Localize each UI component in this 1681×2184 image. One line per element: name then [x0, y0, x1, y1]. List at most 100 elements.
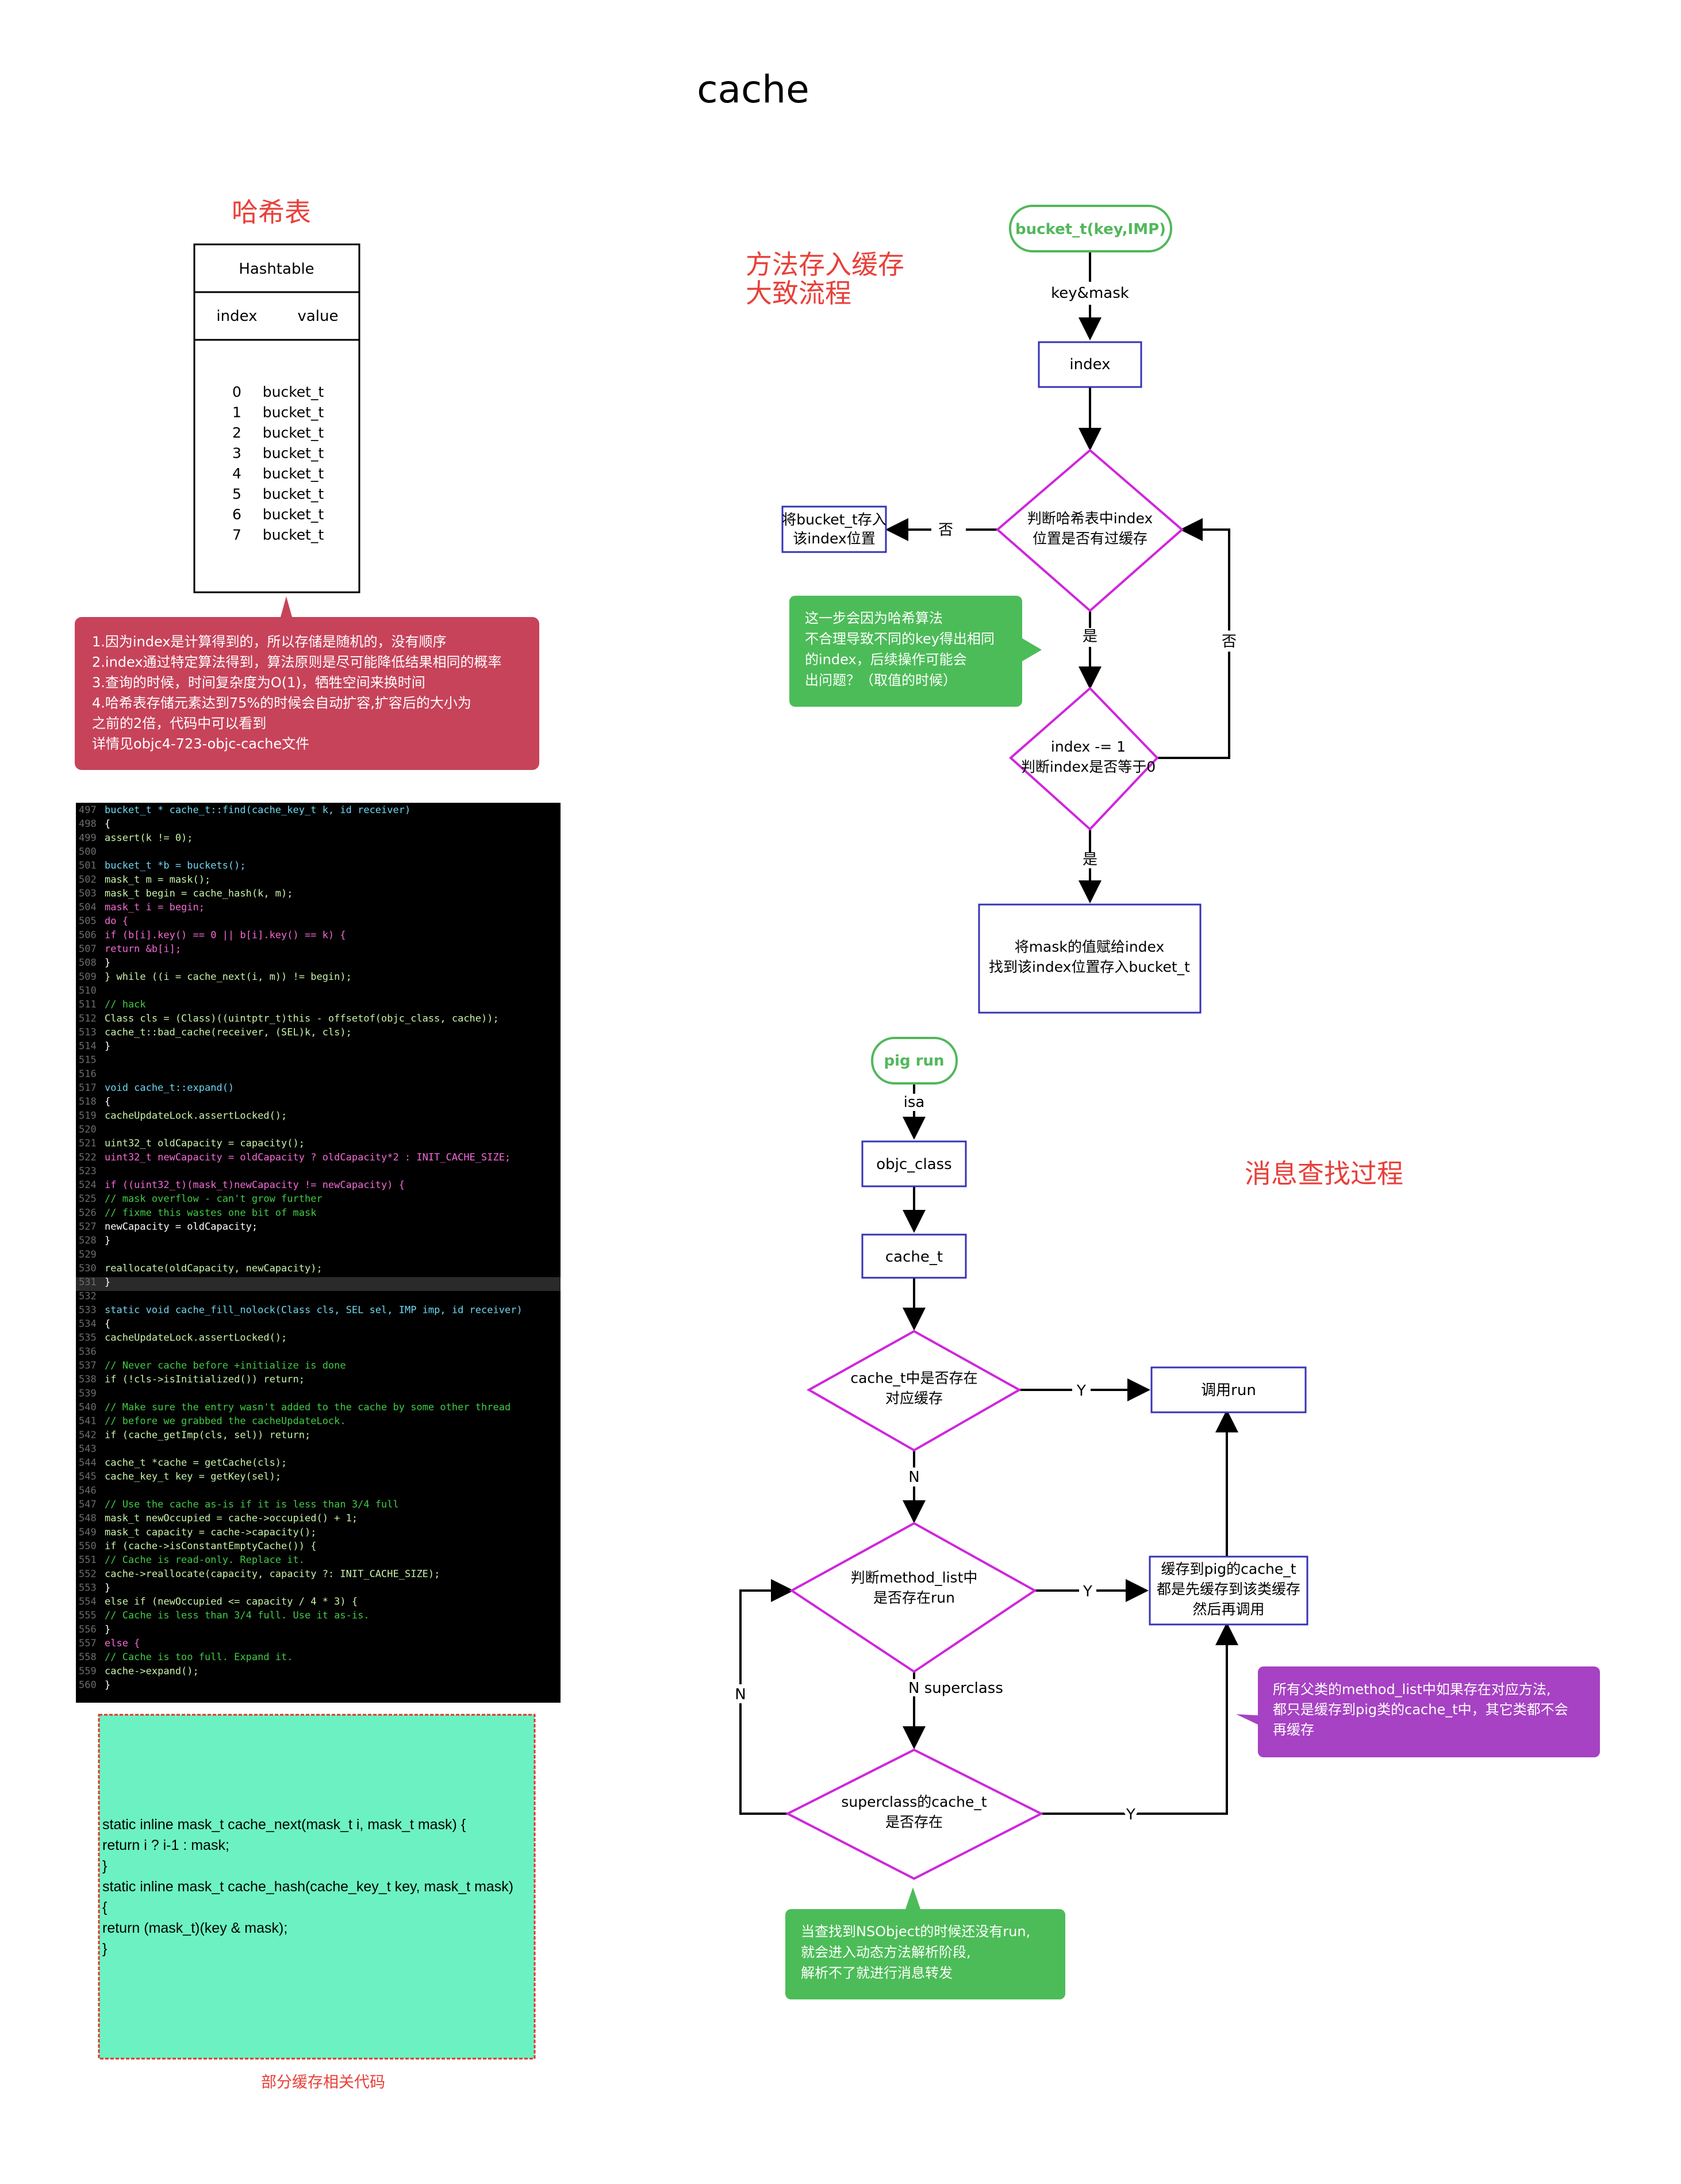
- code-line-number: 540: [79, 1401, 97, 1413]
- flow2-green-note-line: 当查找到NSObject的时候还没有run,: [801, 1924, 1030, 1940]
- code-snippet-lines: static inline mask_t cache_next(mask_t i…: [102, 1817, 513, 1957]
- code-line-text: bucket_t * cache_t::find(cache_key_t k, …: [105, 804, 410, 816]
- flow1-green-note-line: 的index，后续操作可能会: [805, 652, 967, 668]
- code-line-text: if (b[i].key() == 0 || b[i].key() == k) …: [105, 929, 346, 941]
- code-line-number: 535: [79, 1332, 97, 1344]
- flow2-diamond-superclass: [785, 1748, 1044, 1880]
- flow2-green-note-line: 解析不了就进行消息转发: [801, 1965, 953, 1981]
- hashtable-note-line: 2.index通过特定算法得到，算法原则是尽可能降低结果相同的概率: [92, 654, 502, 670]
- code-line-number: 509: [79, 971, 97, 983]
- code-line-number: 545: [79, 1471, 97, 1482]
- flow2-diamond-cache-line2: 对应缓存: [885, 1390, 943, 1407]
- hashtable-row-value: bucket_t: [263, 445, 324, 462]
- code-line-number: 554: [79, 1596, 97, 1608]
- code-line-text: }: [105, 1235, 110, 1247]
- code-line-number: 520: [79, 1124, 97, 1135]
- code-line-number: 523: [79, 1166, 97, 1177]
- hashtable-note-text: 1.因为index是计算得到的，所以存储是随机的，没有顺序2.index通过特定…: [92, 634, 502, 752]
- flow2-diamond-method-list: [789, 1522, 1037, 1673]
- code-line-number: 528: [79, 1235, 97, 1247]
- code-line-text: cacheUpdateLock.assertLocked();: [105, 1110, 287, 1121]
- hashtable-row-value: bucket_t: [263, 404, 324, 421]
- code-line-number: 507: [79, 944, 97, 955]
- flow1-green-note-line: 不合理导致不同的key得出相同: [805, 631, 995, 647]
- code-line-number: 511: [79, 999, 97, 1010]
- code-line-number: 500: [79, 846, 97, 857]
- code-line-number: 498: [79, 818, 97, 830]
- code-line-number: 518: [79, 1096, 97, 1108]
- flow2-cache-t-label: cache_t: [885, 1248, 943, 1266]
- code-line-number: 504: [79, 902, 97, 913]
- hashtable-row-value: bucket_t: [263, 384, 324, 400]
- flow1-store-line2: 该index位置: [793, 530, 875, 547]
- flow2-cache-pig-line2: 都是先缓存到该类缓存: [1157, 1581, 1300, 1597]
- code-line-number: 512: [79, 1013, 97, 1024]
- flow2-call-run-box: [1150, 1366, 1307, 1413]
- code-line-number: 501: [79, 860, 97, 872]
- code-line-text: void cache_t::expand(): [105, 1082, 234, 1094]
- code-line-text: mask_t m = mask();: [105, 874, 210, 886]
- code-line-number: 525: [79, 1193, 97, 1205]
- hashtable-row-index: 0: [232, 384, 241, 400]
- code-lines: 497 bucket_t * cache_t::find(cache_key_t …: [79, 804, 523, 1691]
- code-line-text: mask_t newOccupied = cache->occupied() +…: [105, 1513, 358, 1524]
- flow2-purple-note-line: 再缓存: [1273, 1722, 1314, 1738]
- flow2-purple-note-line: 都只是缓存到pig类的cache_t中，其它类都不会: [1273, 1702, 1568, 1718]
- flow2-green-note-text: 当查找到NSObject的时候还没有run,就会进入动态方法解析阶段,解析不了就…: [801, 1924, 1030, 1981]
- page-title: cache: [697, 67, 809, 112]
- flow1-index-label: index: [1069, 356, 1110, 373]
- flow1-index-box: [1038, 341, 1142, 388]
- hashtable-row-value: bucket_t: [263, 486, 324, 503]
- hashtable-row-index: 7: [232, 527, 241, 543]
- hashtable-col-index: index: [216, 308, 257, 325]
- code-line-number: 497: [79, 804, 97, 816]
- flow2-y1-label: Y: [1076, 1382, 1086, 1400]
- code-line-text: // Use the cache as-is if it is less tha…: [105, 1499, 399, 1511]
- code-line-text: cache_key_t key = getKey(sel);: [105, 1471, 281, 1482]
- flow1-green-note-text: 这一步会因为哈希算法不合理导致不同的key得出相同的index，后续操作可能会出…: [805, 610, 995, 688]
- code-line-number: 556: [79, 1624, 97, 1635]
- hashtable-row-value: bucket_t: [263, 527, 324, 543]
- code-line-number: 552: [79, 1568, 97, 1580]
- code-line-number: 514: [79, 1041, 97, 1052]
- code-line-text: uint32_t newCapacity = oldCapacity ? old…: [105, 1152, 511, 1163]
- code-line-number: 536: [79, 1346, 97, 1358]
- flow2-diamond-method-line1: 判断method_list中: [851, 1569, 978, 1586]
- code-snippet-line: }: [102, 1858, 107, 1874]
- code-line-number: 546: [79, 1485, 97, 1496]
- flow1-edge-keymask: key&mask: [1051, 285, 1129, 302]
- code-line-text: // hack: [105, 999, 146, 1010]
- flow1-diamond-cached-line2: 位置是否有过缓存: [1033, 530, 1147, 547]
- code-line-number: 542: [79, 1430, 97, 1441]
- code-line-text: }: [105, 1582, 110, 1593]
- code-line-number: 519: [79, 1110, 97, 1121]
- hashtable-note-line: 之前的2倍，代码中可以看到: [92, 715, 266, 731]
- code-line-text: reallocate(oldCapacity, newCapacity);: [105, 1263, 323, 1274]
- flow2-diamond-superclass-line1: superclass的cache_t: [841, 1794, 987, 1810]
- code-line-text: // fixme this wastes one bit of mask: [105, 1207, 316, 1219]
- flow2-cache-pig-line1: 缓存到pig的cache_t: [1161, 1561, 1296, 1577]
- hashtable-row-index: 6: [232, 506, 241, 523]
- code-line-number: 522: [79, 1152, 97, 1163]
- code-line-text: cache->expand();: [105, 1665, 199, 1677]
- code-line-number: 539: [79, 1388, 97, 1399]
- code-line-text: if (cache_getImp(cls, sel)) return;: [105, 1430, 310, 1441]
- code-snippet-box: [98, 1714, 536, 2060]
- flow1-heading-line1: 方法存入缓存: [746, 249, 904, 280]
- hashtable-row-index: 3: [232, 445, 241, 462]
- code-snippet-line: {: [102, 1899, 107, 1915]
- code-line-text: }: [105, 1277, 110, 1288]
- code-line-text: assert(k != 0);: [105, 832, 193, 844]
- code-line-text: // mask overflow - can't grow further: [105, 1193, 323, 1205]
- code-line-number: 499: [79, 832, 97, 844]
- code-line-text: uint32_t oldCapacity = capacity();: [105, 1138, 305, 1150]
- flow2-y3-label: Y: [1126, 1806, 1135, 1823]
- code-line-number: 533: [79, 1304, 97, 1316]
- code-line-text: {: [105, 1319, 110, 1330]
- flow1-yes-label2: 是: [1083, 851, 1097, 868]
- flow2-cache-pig-box: [1149, 1555, 1308, 1626]
- hashtable-row-value: bucket_t: [263, 506, 324, 523]
- flow1-end-line2: 找到该index位置存入bucket_t: [989, 959, 1190, 975]
- code-line-number: 526: [79, 1207, 97, 1219]
- flow2-objc-class-box: [861, 1140, 967, 1187]
